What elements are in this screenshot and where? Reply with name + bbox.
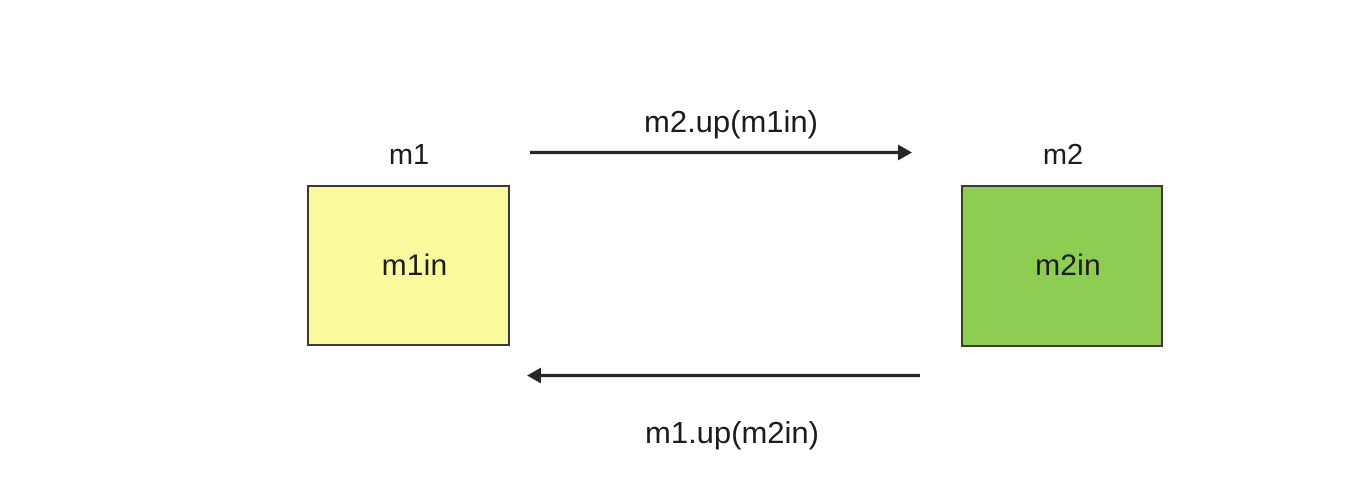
arrow-right-icon	[530, 144, 912, 161]
node-caption-m1: m1	[388, 139, 430, 171]
arrow-label-top: m2.up(m1in)	[644, 104, 818, 139]
arrow-bottom-head	[527, 367, 541, 384]
node-caption-m2: m2	[1042, 139, 1084, 171]
node-box-m2[interactable]: m2in	[961, 185, 1163, 347]
arrow-left-icon	[527, 367, 920, 384]
arrow-top-head	[898, 144, 912, 161]
node-inner-label-m2: m2in	[1035, 249, 1101, 282]
arrow-label-bottom: m1.up(m2in)	[645, 415, 819, 450]
node-inner-label-m1: m1in	[381, 248, 448, 282]
node-box-m1[interactable]: m1in	[307, 185, 510, 346]
